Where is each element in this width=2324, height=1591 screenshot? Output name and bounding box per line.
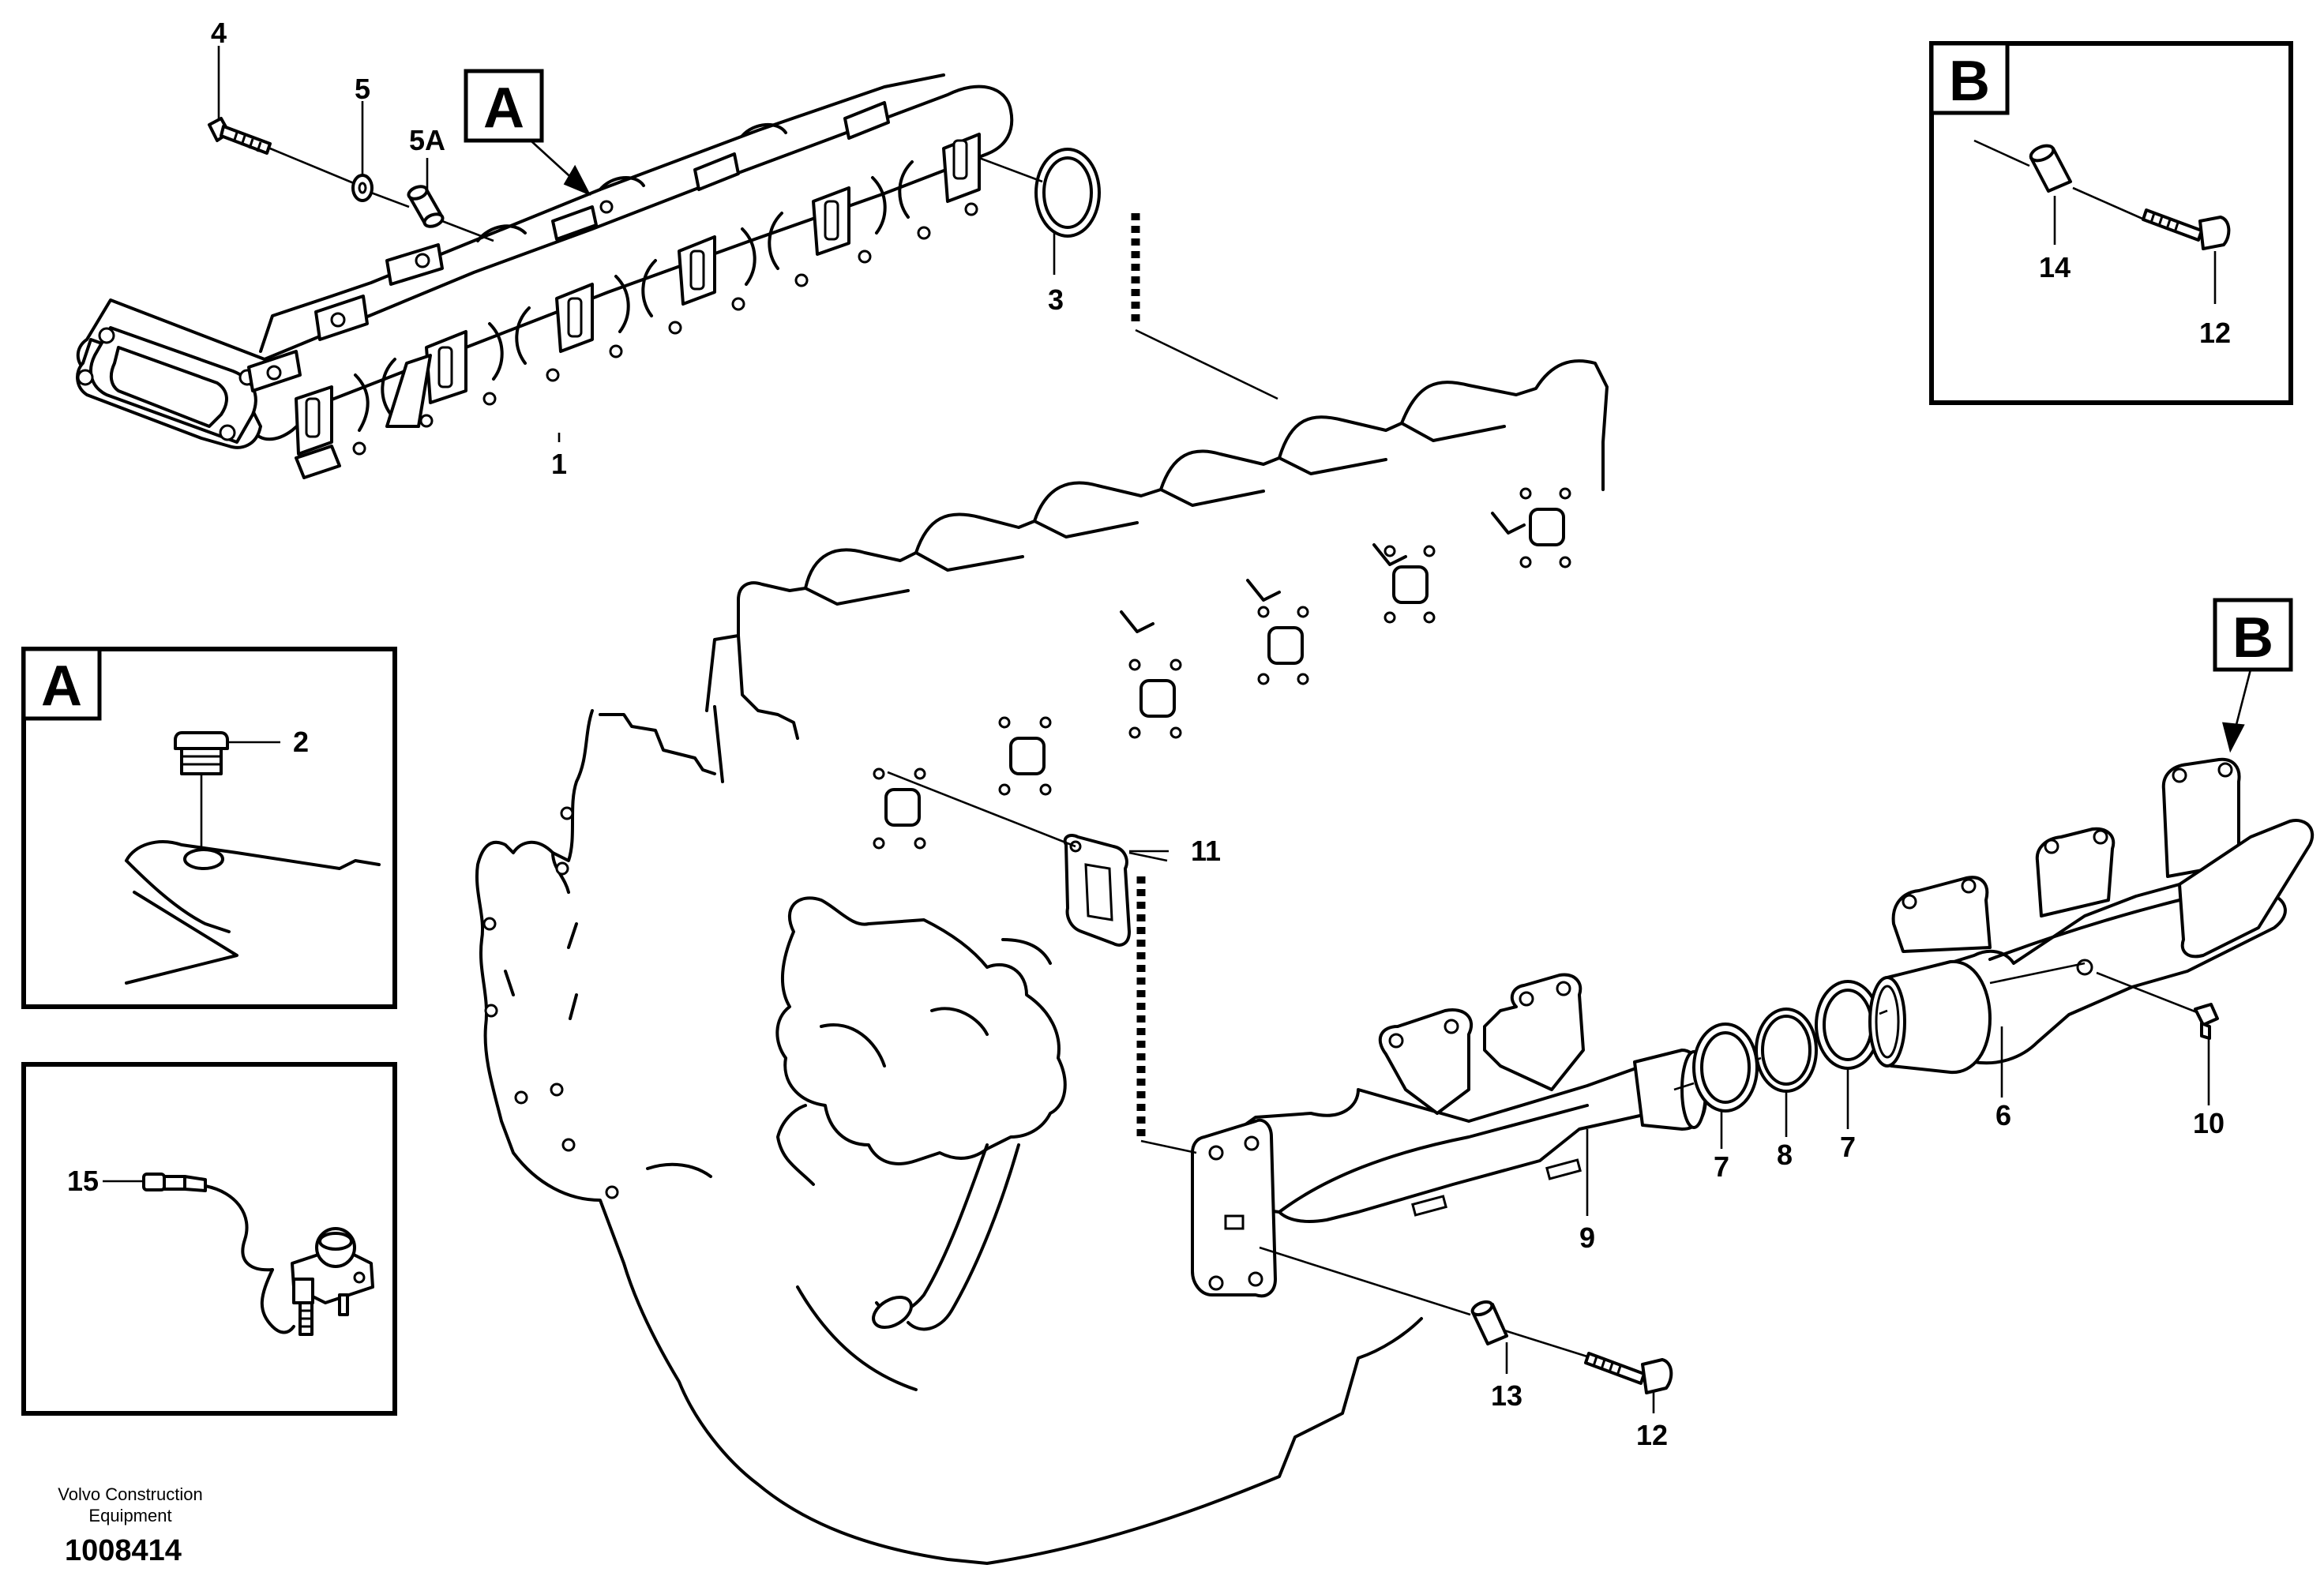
inset-b-label: B	[1949, 50, 1990, 113]
intake-ports	[295, 133, 981, 456]
inset-detail-sensor: 15	[21, 1062, 397, 1416]
detail-ref-b-tag: B	[2213, 598, 2293, 753]
intake-manifold	[76, 73, 1014, 479]
callout-7-left: 7	[1714, 1150, 1729, 1183]
inset-a-label: A	[41, 655, 82, 718]
company-line-2: Equipment	[88, 1506, 171, 1525]
pressure-sensor	[291, 1227, 374, 1336]
head-exhaust-ports	[873, 487, 1571, 850]
callout-5a: 5A	[409, 124, 445, 156]
footer: Volvo Construction Equipment 1008414	[58, 1484, 202, 1567]
inset-callout-15: 15	[67, 1165, 99, 1197]
leader-lines	[217, 46, 2210, 1413]
bolt-12-lower	[1584, 1352, 1673, 1394]
callout-3: 3	[1048, 283, 1064, 316]
company-line-1: Volvo Construction	[58, 1484, 202, 1504]
document-number: 1008414	[65, 1534, 182, 1567]
callout-4: 4	[211, 17, 227, 49]
inset-callout-2: 2	[293, 726, 309, 758]
spacer-5a	[407, 185, 445, 228]
callout-1: 1	[551, 448, 567, 480]
engine-block	[475, 359, 1609, 1565]
o-ring-7-left	[1692, 1023, 1759, 1113]
callout-6: 6	[1995, 1099, 2011, 1131]
callout-5: 5	[355, 73, 370, 105]
inset-detail-a: A 2	[21, 647, 397, 1009]
spacer-13	[1470, 1300, 1508, 1345]
exhaust-manifold-rear	[1868, 757, 2315, 1075]
callout-12-lower: 12	[1636, 1419, 1668, 1451]
gasket-11	[1063, 834, 1131, 947]
callout-10: 10	[2193, 1107, 2225, 1139]
exhaust-manifold-front	[1191, 973, 1707, 1298]
spacer-14	[2029, 144, 2072, 193]
callout-11: 11	[1191, 835, 1221, 867]
callout-numbers: 1 3 4 5 5A 6 7 8 7 9 10 11 12 13	[211, 17, 2225, 1451]
turbo-housing	[775, 896, 1067, 1331]
svg-text:A: A	[483, 77, 524, 140]
svg-text:B: B	[2232, 606, 2273, 670]
callout-9: 9	[1579, 1221, 1595, 1254]
inset-callout-14: 14	[2039, 251, 2071, 283]
block-front-bosses	[482, 806, 619, 1199]
detail-ref-a-tag: A	[464, 69, 591, 196]
bolt-12-inset	[2142, 208, 2231, 250]
inset-detail-b: B 14 12	[1929, 41, 2293, 405]
callout-7-right: 7	[1840, 1131, 1856, 1163]
seal-ring-8	[1755, 1008, 1818, 1093]
bolt-10	[2194, 1003, 2219, 1040]
inset-callout-12: 12	[2199, 317, 2231, 349]
callout-8: 8	[1777, 1139, 1793, 1171]
callout-13: 13	[1491, 1379, 1522, 1412]
bolt-4	[208, 117, 272, 155]
o-ring-3	[1034, 148, 1101, 238]
